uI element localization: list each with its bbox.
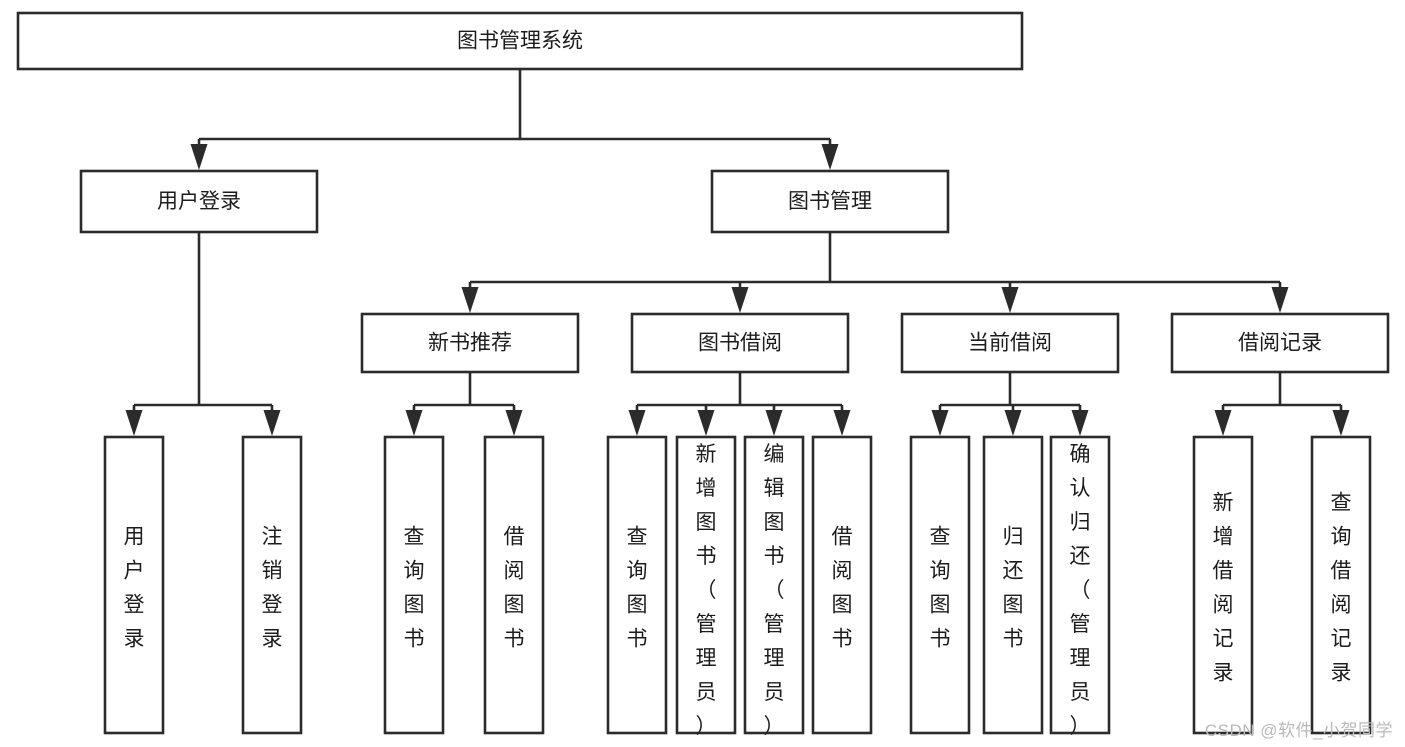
node-label: 新书推荐 [428, 332, 512, 355]
arrow-head-icon [1271, 287, 1289, 313]
arrow-head-icon [931, 410, 949, 436]
arrow-head-icon [1214, 410, 1232, 436]
node-label: 借阅记录 [1238, 332, 1322, 355]
csdn-watermark: CSDN @软件_小贺同学 [1204, 721, 1393, 740]
node-box[interactable] [1049, 435, 1111, 735]
node-box[interactable] [710, 169, 950, 234]
node-box[interactable] [1170, 312, 1390, 374]
node-label: 归还图书 [1003, 526, 1024, 651]
node-leaf-leaf-query-borrow-record[interactable]: 查询借阅记录 [1310, 435, 1372, 735]
node-label: 借阅图书 [832, 526, 853, 651]
arrow-head-icon [190, 144, 208, 170]
node-level2-book-management[interactable]: 图书管理 [710, 169, 950, 234]
arrow-head-icon [1071, 410, 1089, 436]
node-box[interactable] [606, 435, 668, 735]
node-leaf-leaf-confirm-return[interactable]: 确认归还（管理员） [1049, 435, 1111, 738]
node-box[interactable] [79, 169, 319, 234]
node-label: 图书借阅 [698, 332, 782, 355]
node-leaf-leaf-user-login[interactable]: 用户登录 [103, 435, 165, 735]
node-box[interactable] [241, 435, 303, 735]
arrow-head-icon [405, 410, 423, 436]
node-level3-book-borrow[interactable]: 图书借阅 [630, 312, 850, 374]
node-root[interactable]: 图书管理系统 [16, 11, 1024, 71]
arrow-head-icon [628, 410, 646, 436]
node-leaf-leaf-borrow-book-2[interactable]: 借阅图书 [811, 435, 873, 735]
node-box[interactable] [811, 435, 873, 735]
arrow-head-icon [461, 287, 479, 313]
node-level2-user-login[interactable]: 用户登录 [79, 169, 319, 234]
arrow-head-icon [821, 144, 839, 170]
arrow-head-icon [505, 410, 523, 436]
node-label: 新增借阅记录 [1213, 492, 1234, 685]
node-box[interactable] [675, 435, 737, 735]
node-box[interactable] [1192, 435, 1254, 735]
node-label: 查询借阅记录 [1331, 492, 1352, 685]
arrow-head-icon [263, 410, 281, 436]
node-leaf-leaf-add-borrow-record[interactable]: 新增借阅记录 [1192, 435, 1254, 735]
node-leaf-leaf-edit-book[interactable]: 编辑图书（管理员） [743, 435, 805, 738]
node-leaf-leaf-query-book-3[interactable]: 查询图书 [909, 435, 971, 735]
arrow-head-icon [731, 287, 749, 313]
node-box[interactable] [16, 11, 1024, 71]
arrow-head-icon [833, 410, 851, 436]
node-box[interactable] [1310, 435, 1372, 735]
node-level3-borrow-records[interactable]: 借阅记录 [1170, 312, 1390, 374]
node-label: 当前借阅 [968, 332, 1052, 355]
node-box[interactable] [909, 435, 971, 735]
node-box[interactable] [360, 312, 580, 374]
node-label: 查询图书 [404, 526, 425, 651]
node-leaf-leaf-logout-login[interactable]: 注销登录 [241, 435, 303, 735]
node-label: 新增图书（管理员） [696, 443, 717, 738]
arrow-head-icon [1004, 410, 1022, 436]
node-leaf-leaf-borrow-book-1[interactable]: 借阅图书 [483, 435, 545, 735]
nodes-layer: 图书管理系统用户登录图书管理新书推荐图书借阅当前借阅借阅记录用户登录注销登录查询… [16, 11, 1390, 738]
node-label: 图书管理系统 [457, 30, 583, 53]
node-label: 注销登录 [262, 526, 283, 651]
node-leaf-leaf-add-book[interactable]: 新增图书（管理员） [675, 435, 737, 738]
arrow-head-icon [765, 410, 783, 436]
arrow-head-icon [1001, 287, 1019, 313]
node-box[interactable] [383, 435, 445, 735]
arrow-head-icon [1332, 410, 1350, 436]
node-level3-current-borrow[interactable]: 当前借阅 [900, 312, 1120, 374]
node-box[interactable] [630, 312, 850, 374]
node-label: 用户登录 [124, 526, 145, 651]
node-leaf-leaf-query-book-1[interactable]: 查询图书 [383, 435, 445, 735]
node-label: 查询图书 [627, 526, 648, 651]
node-box[interactable] [982, 435, 1044, 735]
node-label: 确认归还（管理员） [1070, 443, 1091, 738]
arrow-head-icon [697, 410, 715, 436]
node-label: 借阅图书 [504, 526, 525, 651]
connectors-layer [125, 69, 1350, 436]
arrow-head-icon [125, 410, 143, 436]
node-level3-new-book-recommend[interactable]: 新书推荐 [360, 312, 580, 374]
node-leaf-leaf-query-book-2[interactable]: 查询图书 [606, 435, 668, 735]
node-label: 编辑图书（管理员） [764, 443, 785, 738]
node-label: 查询图书 [930, 526, 951, 651]
node-label: 图书管理 [788, 190, 872, 213]
node-box[interactable] [103, 435, 165, 735]
node-leaf-leaf-return-book[interactable]: 归还图书 [982, 435, 1044, 735]
node-box[interactable] [743, 435, 805, 735]
node-box[interactable] [900, 312, 1120, 374]
node-box[interactable] [483, 435, 545, 735]
node-label: 用户登录 [157, 190, 241, 213]
